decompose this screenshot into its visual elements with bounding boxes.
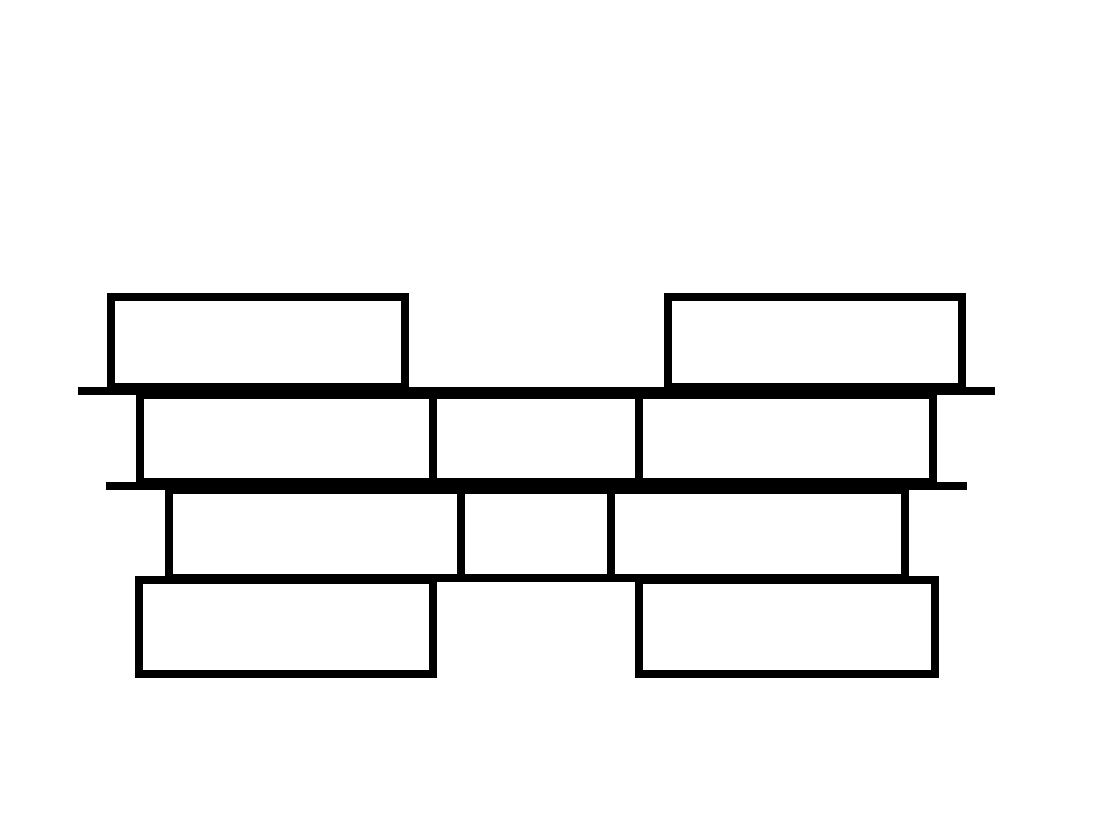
block-top-left — [107, 293, 409, 391]
block-second-middle — [429, 391, 643, 486]
block-third-right — [607, 486, 909, 582]
block-third-left — [165, 486, 465, 582]
block-bottom-left — [135, 576, 437, 678]
block-second-left — [136, 391, 437, 486]
block-second-right — [635, 391, 937, 486]
block-bottom-right — [635, 576, 939, 678]
block-third-middle — [457, 486, 615, 582]
block-top-right — [664, 293, 966, 391]
